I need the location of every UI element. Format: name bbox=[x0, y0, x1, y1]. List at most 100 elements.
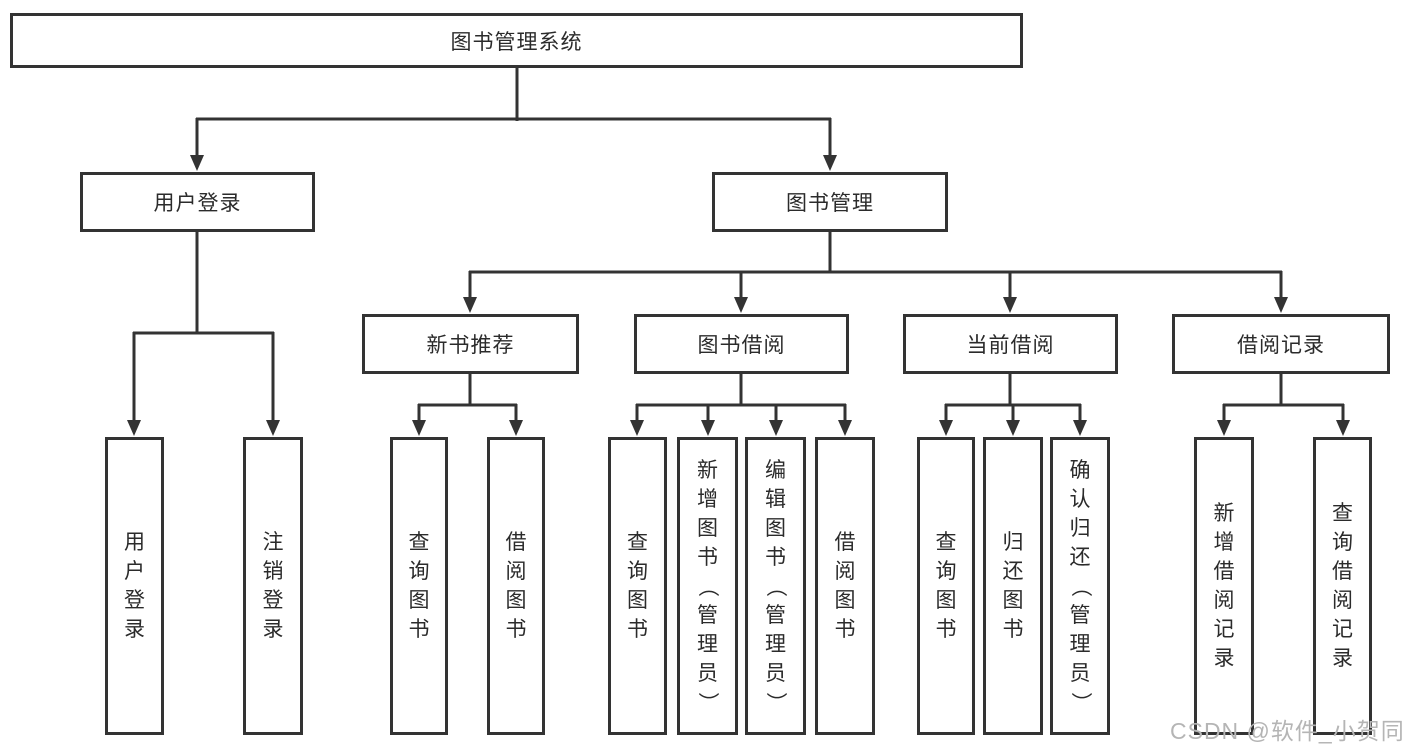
node-user-login-action: 用户登录 bbox=[105, 437, 164, 735]
vertical-char: 书 bbox=[697, 545, 718, 569]
node-recommend-borrow-books: 借阅图书 bbox=[487, 437, 545, 735]
vertical-char: 图 bbox=[765, 516, 786, 540]
vertical-char: 书 bbox=[627, 618, 648, 641]
vertical-char: 录 bbox=[124, 618, 145, 641]
node-query-borrow-record: 查询借阅记录 bbox=[1313, 437, 1372, 735]
vertical-char: 询 bbox=[627, 560, 648, 583]
vertical-char: 图 bbox=[935, 589, 957, 612]
vertical-char: 管 bbox=[697, 603, 718, 627]
node-borrow-records: 借阅记录 bbox=[1172, 314, 1390, 374]
node-edit-books-admin: 编辑图书 （ 管理员 ） bbox=[745, 437, 806, 735]
vertical-char: 录 bbox=[1213, 647, 1235, 670]
vertical-char: 询 bbox=[408, 560, 430, 583]
vertical-char: （ bbox=[696, 575, 719, 597]
vertical-char: 新 bbox=[1213, 502, 1235, 525]
node-return-books: 归还图书 bbox=[983, 437, 1043, 735]
vertical-char: 书 bbox=[505, 618, 527, 641]
vertical-char: 理 bbox=[697, 632, 718, 656]
vertical-char: 还 bbox=[1002, 560, 1024, 583]
arrow-down-icon bbox=[838, 420, 852, 436]
node-label: 当前借阅 bbox=[966, 334, 1055, 357]
vertical-char: 员 bbox=[765, 661, 786, 685]
vertical-char: 阅 bbox=[505, 560, 527, 583]
vertical-char: 图 bbox=[697, 516, 718, 540]
vertical-char: 管 bbox=[1069, 603, 1091, 627]
arrow-down-icon bbox=[1336, 420, 1350, 436]
vertical-char: 借 bbox=[505, 531, 527, 554]
vertical-char: 阅 bbox=[1213, 589, 1235, 612]
vertical-char: 记 bbox=[1332, 618, 1353, 641]
vertical-char: 查 bbox=[935, 531, 957, 554]
node-add-borrow-record: 新增借阅记录 bbox=[1194, 437, 1254, 735]
vertical-char: 图 bbox=[834, 589, 856, 612]
vertical-char: ） bbox=[764, 691, 787, 713]
vertical-char: 户 bbox=[124, 560, 145, 583]
node-library-management-system: 图书管理系统 bbox=[10, 13, 1023, 68]
vertical-char: 记 bbox=[1213, 618, 1235, 641]
vertical-char: 书 bbox=[765, 545, 786, 569]
node-new-book-recommend: 新书推荐 bbox=[362, 314, 579, 374]
arrow-down-icon bbox=[127, 420, 141, 436]
arrow-down-icon bbox=[1003, 297, 1017, 313]
arrow-down-icon bbox=[701, 420, 715, 436]
node-label: 图书管理 bbox=[786, 192, 874, 215]
vertical-char: 销 bbox=[262, 560, 284, 583]
arrow-down-icon bbox=[630, 420, 644, 436]
vertical-char: 录 bbox=[1332, 647, 1353, 670]
node-book-management: 图书管理 bbox=[712, 172, 948, 232]
vertical-char: 管 bbox=[765, 603, 786, 627]
arrow-down-icon bbox=[509, 420, 523, 436]
vertical-char: 还 bbox=[1069, 545, 1091, 569]
node-logout-action: 注销登录 bbox=[243, 437, 303, 735]
vertical-char: 理 bbox=[1069, 632, 1091, 656]
arrow-down-icon bbox=[412, 420, 426, 436]
vertical-char: 书 bbox=[935, 618, 957, 641]
vertical-char: 理 bbox=[765, 632, 786, 656]
vertical-char: 查 bbox=[408, 531, 430, 554]
node-current-borrow: 当前借阅 bbox=[903, 314, 1118, 374]
arrow-down-icon bbox=[823, 155, 837, 171]
arrow-down-icon bbox=[1217, 420, 1231, 436]
vertical-char: 图 bbox=[627, 589, 648, 612]
vertical-char: 归 bbox=[1069, 516, 1091, 540]
node-label: 图书借阅 bbox=[697, 334, 786, 357]
vertical-char: 录 bbox=[262, 618, 284, 641]
node-borrow-books: 借阅图书 bbox=[815, 437, 875, 735]
arrow-down-icon bbox=[939, 420, 953, 436]
arrow-down-icon bbox=[190, 155, 204, 171]
vertical-char: 用 bbox=[124, 531, 145, 554]
node-confirm-return-admin: 确认归还（管理员） bbox=[1050, 437, 1110, 735]
vertical-char: 查 bbox=[627, 531, 648, 554]
vertical-char: 阅 bbox=[1332, 589, 1353, 612]
vertical-char: 辑 bbox=[765, 487, 786, 511]
node-book-borrow: 图书借阅 bbox=[634, 314, 849, 374]
arrow-down-icon bbox=[1073, 420, 1087, 436]
node-borrow-query-books: 查询图书 bbox=[608, 437, 667, 735]
vertical-char: 书 bbox=[408, 618, 430, 641]
vertical-char: 认 bbox=[1069, 487, 1091, 511]
vertical-char: 书 bbox=[834, 618, 856, 641]
arrow-down-icon bbox=[1006, 420, 1020, 436]
vertical-char: （ bbox=[764, 575, 787, 597]
vertical-char: ） bbox=[696, 691, 719, 713]
vertical-char: 图 bbox=[505, 589, 527, 612]
vertical-char: 编 bbox=[765, 458, 786, 482]
vertical-char: 询 bbox=[1332, 531, 1353, 554]
vertical-char: 书 bbox=[1002, 618, 1024, 641]
vertical-char: 注 bbox=[262, 531, 284, 554]
vertical-char: 图 bbox=[1002, 589, 1024, 612]
node-add-books-admin: 新增图书（管理员） bbox=[677, 437, 738, 735]
vertical-char: 查 bbox=[1332, 502, 1353, 525]
watermark: CSDN @软件_小贺同学 bbox=[1170, 718, 1405, 744]
node-current-query-books: 查询图书 bbox=[917, 437, 975, 735]
node-recommend-query-books: 查询图书 bbox=[390, 437, 448, 735]
vertical-char: 借 bbox=[1332, 560, 1353, 583]
vertical-char: 确 bbox=[1069, 458, 1091, 482]
node-user-login: 用户登录 bbox=[80, 172, 315, 232]
arrow-down-icon bbox=[463, 297, 477, 313]
arrow-down-icon bbox=[266, 420, 280, 436]
vertical-char: 借 bbox=[1213, 560, 1235, 583]
vertical-char: 员 bbox=[1069, 661, 1091, 685]
